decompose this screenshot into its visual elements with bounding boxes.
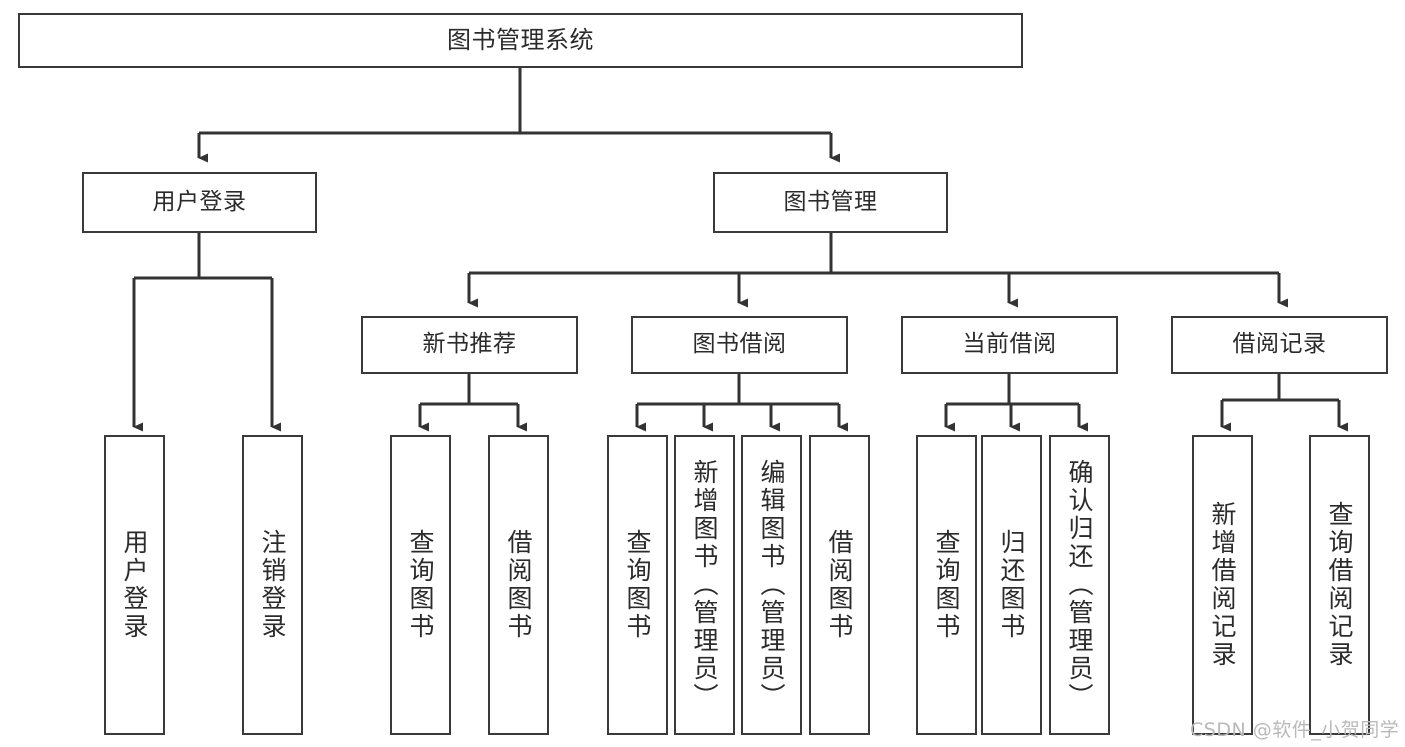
node-label: 用户登录 — [152, 188, 247, 215]
leaf-user-login-login[interactable]: 用户登录 — [104, 435, 165, 735]
node-label: 图书管理系统 — [447, 26, 594, 55]
node-new-book-recommend[interactable]: 新书推荐 — [361, 316, 578, 374]
node-book-borrow[interactable]: 图书借阅 — [631, 316, 848, 374]
leaf-borrow-record-add[interactable]: 新增借阅记录 — [1192, 435, 1253, 735]
node-label: 查询图书 — [623, 529, 652, 641]
leaf-current-borrow-return[interactable]: 归还图书 — [981, 435, 1042, 735]
leaf-user-login-logout[interactable]: 注销登录 — [242, 435, 303, 735]
node-label: 用户登录 — [120, 529, 149, 641]
node-label: 查询图书 — [406, 529, 435, 641]
node-label: 借阅图书 — [825, 529, 854, 641]
leaf-current-borrow-confirm[interactable]: 确认归还（管理员） — [1049, 435, 1110, 735]
csdn-watermark: CSDN @软件_小贺同学 — [1190, 719, 1400, 741]
node-current-borrow[interactable]: 当前借阅 — [901, 316, 1118, 374]
leaf-new-book-borrow[interactable]: 借阅图书 — [488, 435, 549, 735]
node-user-login[interactable]: 用户登录 — [82, 172, 317, 233]
node-root-system[interactable]: 图书管理系统 — [18, 13, 1023, 68]
leaf-borrow-record-query[interactable]: 查询借阅记录 — [1309, 435, 1370, 735]
node-book-management[interactable]: 图书管理 — [713, 172, 948, 233]
node-label: 注销登录 — [258, 529, 287, 641]
node-label: 编辑图书（管理员） — [757, 459, 786, 711]
leaf-book-borrow-edit[interactable]: 编辑图书（管理员） — [741, 435, 802, 735]
node-label: 借阅图书 — [504, 529, 533, 641]
leaf-book-borrow-query[interactable]: 查询图书 — [607, 435, 668, 735]
leaf-book-borrow-borrow[interactable]: 借阅图书 — [809, 435, 870, 735]
node-label: 借阅记录 — [1232, 331, 1327, 358]
leaf-new-book-query[interactable]: 查询图书 — [390, 435, 451, 735]
node-label: 归还图书 — [997, 529, 1026, 641]
node-label: 当前借阅 — [962, 331, 1057, 358]
node-label: 查询图书 — [932, 529, 961, 641]
node-label: 图书借阅 — [692, 331, 787, 358]
node-borrow-record[interactable]: 借阅记录 — [1171, 316, 1388, 374]
node-label: 新书推荐 — [422, 331, 517, 358]
node-label: 确认归还（管理员） — [1065, 459, 1094, 711]
node-label: 新增图书（管理员） — [690, 459, 719, 711]
leaf-book-borrow-add[interactable]: 新增图书（管理员） — [674, 435, 735, 735]
node-label: 查询借阅记录 — [1325, 501, 1354, 669]
node-label: 图书管理 — [783, 188, 878, 215]
node-label: 新增借阅记录 — [1208, 501, 1237, 669]
leaf-current-borrow-query[interactable]: 查询图书 — [916, 435, 977, 735]
